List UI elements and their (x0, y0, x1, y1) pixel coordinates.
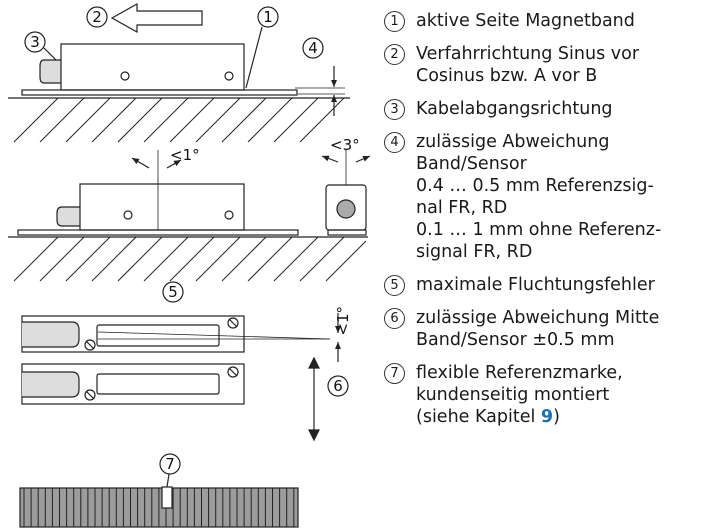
legend-text: Cosinus bzw. A vor B (416, 66, 598, 86)
tilt-front-angle: <3° (330, 136, 360, 154)
legend-text: Band/Sensor (416, 154, 527, 174)
legend-item: 3 Kabelabgangsrichtung (382, 98, 714, 120)
legend-text: Verfahrrichtung Sinus vor (416, 44, 640, 64)
callout-1-label: 1 (263, 8, 273, 26)
callout-5-label: 5 (168, 283, 178, 301)
alignment-angle: <1° (334, 306, 352, 336)
legend-text: Band/Sensor ±0.5 mm (416, 330, 615, 350)
ref-prefix: (siehe Kapitel (416, 407, 541, 427)
chapter-link[interactable]: 9 (540, 407, 554, 427)
legend-text: kundenseitig montiert (416, 385, 610, 405)
legend-text: nal FR, RD (416, 198, 508, 218)
callout-4 (302, 37, 324, 59)
legend-text: flexible Referenzmarke, (416, 363, 623, 383)
legend-text: aktive Seite Magnetband (416, 11, 635, 31)
callout-7 (159, 453, 181, 475)
legend-text: (siehe Kapitel 9) (416, 406, 714, 428)
side-view-top (8, 2, 350, 116)
ground-hatch-1 (13, 97, 345, 143)
reference-mark (161, 486, 173, 509)
legend-number-badge: 1 (384, 11, 405, 32)
callout-3 (24, 31, 46, 53)
sensor-tilted (79, 183, 245, 231)
mounting-drawing: 2 1 3 4 5 6 7 <1° <3° <1° (8, 2, 371, 528)
legend-number-badge: 5 (384, 275, 405, 296)
top-view-alignment (21, 281, 341, 362)
legend-number-badge: 7 (384, 363, 405, 384)
tape-poles (23, 488, 295, 527)
tilt-view (8, 150, 371, 238)
callout-2 (86, 6, 108, 28)
callout-1 (257, 6, 279, 28)
legend-text: zulässige Abweichung Mitte (416, 308, 660, 328)
legend-number-badge: 3 (384, 99, 405, 120)
legend-text: Kabelabgangsrichtung (416, 99, 613, 119)
callout-7-label: 7 (165, 455, 175, 473)
legend-text: maximale Fluchtungsfehler (416, 275, 655, 295)
legend-item: 1 aktive Seite Magnetband (382, 10, 714, 32)
sensor-side (60, 43, 245, 91)
ref-suffix: ) (553, 407, 560, 427)
callout-5 (162, 281, 184, 303)
legend-number-badge: 4 (384, 132, 405, 153)
legend-text: 0.1 … 1 mm ohne Referenz- (416, 220, 662, 240)
callout-6-label: 6 (333, 377, 343, 395)
direction-arrow-icon (110, 2, 203, 34)
callout-2-label: 2 (92, 8, 102, 26)
legend-item: 7 flexible Referenzmarke,kundenseitig mon… (382, 362, 714, 428)
legend-text: signal FR, RD (416, 242, 533, 262)
tilt-side-angle: <1° (170, 146, 200, 164)
cable-outlet (39, 59, 61, 84)
legend-number-badge: 2 (384, 44, 405, 65)
callout-6 (327, 375, 349, 397)
top-view-offset (21, 356, 349, 442)
legend-text: 0.4 … 0.5 mm Referenzsig- (416, 176, 654, 196)
legend-text: zulässige Abweichung (416, 132, 610, 152)
ground-hatch-2 (13, 236, 367, 282)
callout-3-label: 3 (30, 33, 40, 51)
legend: 1 aktive Seite Magnetband 2 Verfahrrichtung… (382, 10, 714, 439)
legend-item: 5 maximale Fluchtungsfehler (382, 274, 714, 296)
callout-4-label: 4 (308, 39, 318, 57)
legend-number-badge: 6 (384, 308, 405, 329)
